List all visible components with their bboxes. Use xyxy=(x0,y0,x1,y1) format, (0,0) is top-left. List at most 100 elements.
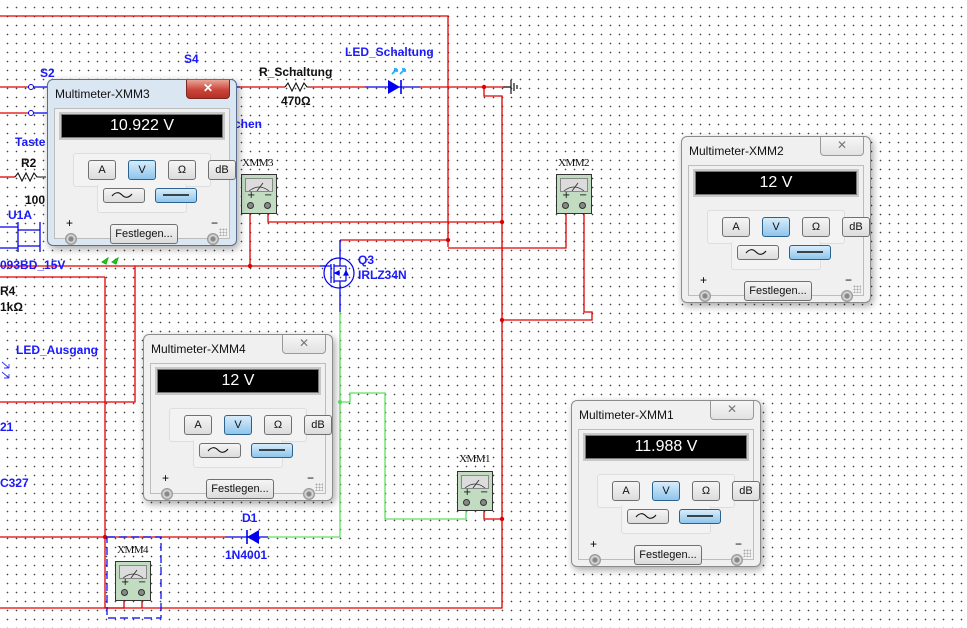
mode-button-a[interactable]: A xyxy=(88,160,116,180)
instrument-xmm4[interactable]: +− xyxy=(115,561,151,601)
dc-button[interactable] xyxy=(251,443,293,458)
mode-button-db[interactable]: dB xyxy=(304,415,332,435)
resize-grip[interactable] xyxy=(315,483,323,491)
meter-needle-icon xyxy=(119,565,147,579)
mode-button-ohm[interactable]: Ω xyxy=(802,217,830,237)
resize-grip[interactable] xyxy=(743,549,751,557)
mode-button-ohm[interactable]: Ω xyxy=(692,481,720,501)
terminal-minus[interactable] xyxy=(207,233,219,245)
close-button[interactable]: ✕ xyxy=(186,80,230,99)
label-u1a-part: 093BD_15V xyxy=(0,258,66,272)
terminal-plus[interactable] xyxy=(161,488,173,500)
wire xyxy=(340,392,467,520)
terminal-plus[interactable] xyxy=(699,290,711,302)
close-icon: ✕ xyxy=(836,138,848,152)
ac-button[interactable] xyxy=(199,443,241,458)
dc-button[interactable] xyxy=(789,245,831,260)
label-r-schaltung-value: 470Ω xyxy=(281,94,311,108)
terminal-plus[interactable] xyxy=(247,202,254,209)
waveform-group xyxy=(193,439,293,468)
mode-button-db[interactable]: dB xyxy=(842,217,870,237)
terminal-plus[interactable] xyxy=(121,589,128,596)
terminal-minus[interactable] xyxy=(579,202,586,209)
terminal-plus[interactable] xyxy=(562,202,569,209)
instrument-label-xmm2: XMM2 xyxy=(558,157,590,169)
minus-sign: − xyxy=(480,487,489,498)
wire xyxy=(0,222,41,252)
mode-button-v[interactable]: V xyxy=(762,217,790,237)
terminal-plus[interactable] xyxy=(589,554,601,566)
instrument-xmm3[interactable]: +− xyxy=(241,174,277,214)
plus-label: + xyxy=(590,537,598,551)
close-button[interactable]: ✕ xyxy=(282,335,326,354)
label-r2: R2 xyxy=(21,156,37,170)
terminal-minus[interactable] xyxy=(841,290,853,302)
close-button[interactable]: ✕ xyxy=(710,401,754,420)
meter-needle-icon xyxy=(245,178,273,192)
plus-sign: + xyxy=(121,577,130,588)
mode-button-db[interactable]: dB xyxy=(208,160,236,180)
label-s2: S2 xyxy=(40,66,55,80)
mode-button-a[interactable]: A xyxy=(612,481,640,501)
instrument-label-xmm4: XMM4 xyxy=(117,544,149,556)
label-r4-value: 1kΩ xyxy=(0,300,23,314)
terminal-minus[interactable] xyxy=(731,554,743,566)
plus-sign: + xyxy=(247,190,256,201)
dc-button[interactable] xyxy=(679,509,721,524)
mode-button-a[interactable]: A xyxy=(722,217,750,237)
mode-button-ohm[interactable]: Ω xyxy=(264,415,292,435)
terminal-plus[interactable] xyxy=(463,499,470,506)
terminal-plus[interactable] xyxy=(65,233,77,245)
terminal-minus[interactable] xyxy=(303,488,315,500)
led-ausgang-arrows xyxy=(1,361,10,379)
terminal-minus[interactable] xyxy=(264,202,271,209)
ac-button[interactable] xyxy=(103,188,145,203)
resize-grip[interactable] xyxy=(853,285,861,293)
close-icon: ✕ xyxy=(298,336,310,350)
instrument-xmm2[interactable]: +− xyxy=(556,174,592,214)
close-button[interactable]: ✕ xyxy=(820,137,864,156)
festlegen-button[interactable]: Festlegen... xyxy=(206,479,274,499)
festlegen-button[interactable]: Festlegen... xyxy=(744,281,812,301)
festlegen-button[interactable]: Festlegen... xyxy=(110,224,178,244)
wire xyxy=(267,212,502,223)
dc-button[interactable] xyxy=(155,188,197,203)
ac-wave-icon xyxy=(635,513,657,519)
mode-button-v[interactable]: V xyxy=(224,415,252,435)
ac-wave-icon xyxy=(207,447,229,453)
ground-symbol xyxy=(510,80,518,94)
ac-button[interactable] xyxy=(737,245,779,260)
mode-button-v[interactable]: V xyxy=(652,481,680,501)
instrument-label-xmm3: XMM3 xyxy=(242,157,274,169)
mode-button-ohm[interactable]: Ω xyxy=(168,160,196,180)
mode-button-a[interactable]: A xyxy=(184,415,212,435)
reading-display: 11.988 V xyxy=(583,433,749,461)
instrument-xmm1[interactable]: +− xyxy=(457,471,493,511)
reading-display: 12 V xyxy=(693,169,859,197)
ac-button[interactable] xyxy=(627,509,669,524)
label-s4: S4 xyxy=(184,52,199,66)
terminal-minus[interactable] xyxy=(138,589,145,596)
diode-d1-symbol xyxy=(246,530,259,544)
label-q3-part: IRLZ34N xyxy=(358,268,407,282)
label-r-schaltung: R_Schaltung xyxy=(259,65,333,79)
mode-button-v[interactable]: V xyxy=(128,160,156,180)
terminal-minus[interactable] xyxy=(480,499,487,506)
resize-grip[interactable] xyxy=(219,228,227,236)
festlegen-button[interactable]: Festlegen... xyxy=(634,545,702,565)
label-taste: Taste xyxy=(15,135,46,149)
wire xyxy=(0,277,106,538)
dc-line-icon xyxy=(259,449,285,451)
waveform-group xyxy=(621,505,721,534)
ac-wave-icon xyxy=(111,192,133,198)
mode-button-db[interactable]: dB xyxy=(732,481,760,501)
